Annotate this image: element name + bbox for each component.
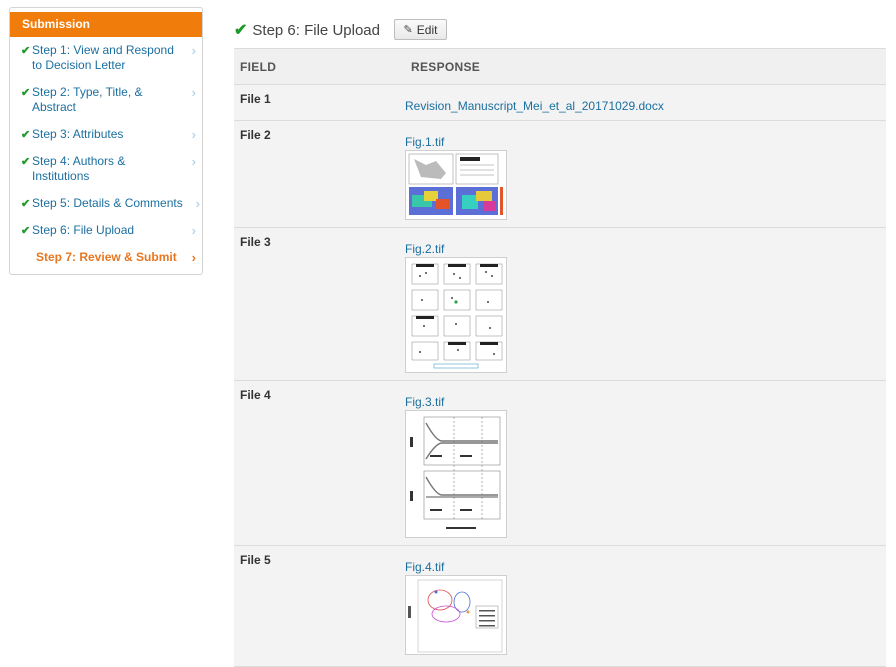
file-table: FIELD RESPONSE File 1 Revision_Manuscrip… (234, 48, 886, 667)
check-icon: ✔ (21, 45, 31, 57)
table-row: File 4 Fig.3.tif (234, 381, 886, 546)
field-label: File 2 (240, 128, 271, 142)
sidebar-item-step1[interactable]: ✔ Step 1: View and Respond to Decision L… (10, 43, 202, 73)
sidebar-item-label: Step 7: Review & Submit (36, 250, 177, 264)
sidebar-item-step3[interactable]: ✔ Step 3: Attributes › (10, 127, 202, 142)
page-title: Step 6: File Upload (252, 21, 380, 39)
step-title: ✔ Step 6: File Upload (234, 19, 380, 41)
file-link[interactable]: Fig.1.tif (405, 135, 445, 149)
edit-button-label: Edit (416, 22, 438, 37)
field-label: File 1 (240, 92, 271, 106)
check-icon: ✔ (21, 225, 31, 237)
sidebar-item-label: Step 3: Attributes (32, 127, 124, 141)
file-thumbnail[interactable] (405, 575, 507, 655)
check-icon: ✔ (21, 87, 31, 99)
check-icon: ✔ (234, 22, 248, 39)
column-header-field: FIELD (240, 59, 277, 74)
chevron-right-icon: › (195, 196, 200, 211)
field-label: File 4 (240, 388, 271, 402)
sidebar-item-label: Step 4: Authors & Institutions (32, 154, 126, 183)
chevron-right-icon: › (191, 250, 196, 265)
chevron-right-icon: › (191, 43, 196, 58)
chevron-right-icon: › (191, 154, 196, 169)
figure-thumbnail-image (408, 579, 503, 653)
table-row: File 1 Revision_Manuscript_Mei_et_al_201… (234, 85, 886, 121)
sidebar-item-label: Step 6: File Upload (32, 223, 135, 237)
table-row: File 5 Fig.4.tif (234, 546, 886, 667)
file-link[interactable]: Fig.4.tif (405, 560, 445, 574)
figure-thumbnail-image (408, 153, 503, 215)
file-link[interactable]: Fig.3.tif (405, 395, 445, 409)
chevron-right-icon: › (191, 85, 196, 100)
table-header: FIELD RESPONSE (234, 48, 886, 85)
sidebar-item-step6[interactable]: ✔ Step 6: File Upload › (10, 223, 202, 238)
field-label: File 5 (240, 553, 271, 567)
sidebar-item-label: Step 1: View and Respond to Decision Let… (32, 43, 174, 72)
chevron-right-icon: › (191, 223, 196, 238)
sidebar-item-step5[interactable]: ✔ Step 5: Details & Comments › (10, 196, 202, 211)
column-header-response: RESPONSE (411, 59, 481, 74)
edit-button[interactable]: ✎ Edit (394, 19, 447, 40)
sidebar-item-step7[interactable]: Step 7: Review & Submit › (10, 250, 202, 265)
file-thumbnail[interactable] (405, 150, 507, 220)
table-row: File 3 Fig.2.tif (234, 228, 886, 381)
pencil-icon: ✎ (403, 24, 413, 36)
figure-thumbnail-image (410, 416, 501, 529)
file-thumbnail[interactable] (405, 410, 507, 538)
file-thumbnail[interactable] (405, 257, 507, 373)
chevron-right-icon: › (191, 127, 196, 142)
sidebar-item-label: Step 5: Details & Comments (32, 196, 183, 210)
sidebar-item-step4[interactable]: ✔ Step 4: Authors & Institutions › (10, 154, 202, 184)
check-icon: ✔ (21, 129, 31, 141)
check-icon: ✔ (21, 198, 31, 210)
field-label: File 3 (240, 235, 271, 249)
figure-thumbnail-image (411, 263, 503, 369)
check-icon: ✔ (21, 156, 31, 168)
file-link[interactable]: Fig.2.tif (405, 242, 445, 256)
table-row: File 2 Fig.1.tif (234, 121, 886, 228)
submission-sidebar: Submission ✔ Step 1: View and Respond to… (9, 7, 203, 275)
sidebar-header: Submission (10, 12, 202, 37)
file-link[interactable]: Revision_Manuscript_Mei_et_al_20171029.d… (405, 99, 664, 113)
sidebar-item-label: Step 2: Type, Title, & Abstract (32, 85, 143, 114)
sidebar-item-step2[interactable]: ✔ Step 2: Type, Title, & Abstract › (10, 85, 202, 115)
